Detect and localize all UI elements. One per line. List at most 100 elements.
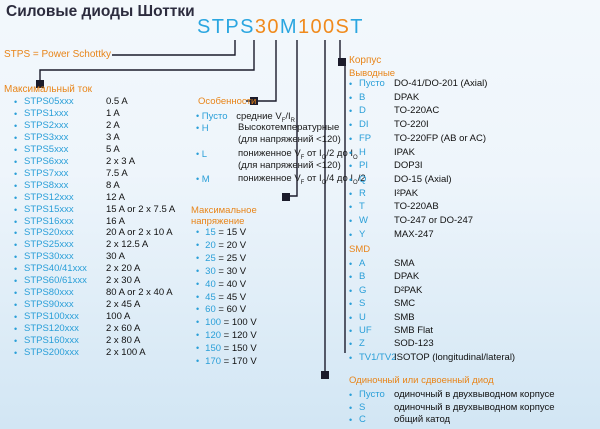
voltage-row: •170 = 170 V: [196, 356, 257, 367]
current-row-code: STPS160xxx: [24, 335, 79, 346]
current-row-value: 2 A: [106, 119, 120, 131]
smd-row-code: UF: [359, 325, 372, 336]
feature-code: H: [201, 123, 209, 134]
current-row-value: 16 A: [106, 215, 126, 227]
current-row-code: STPS2xxx: [24, 119, 69, 131]
voltage-value: 60 V: [226, 304, 247, 316]
voltage-row: •25 = 25 V: [196, 252, 247, 264]
smd-row-code: B: [359, 271, 366, 283]
leaded-row-code: B: [359, 91, 366, 103]
smd-row-value: SMB: [394, 311, 415, 323]
voltage-row: •150 = 150 V: [196, 343, 257, 355]
code-current: 30: [254, 16, 280, 38]
code-voltage: 100: [297, 16, 336, 38]
current-row-code: STPS15xxx: [24, 203, 74, 215]
max-current-heading: Максимальный ток: [4, 84, 93, 95]
current-row-value: 15 A or 2 x 7.5 A: [106, 203, 176, 215]
current-row-value: 1 A: [106, 107, 120, 119]
current-row-code: STPS8xxx: [24, 179, 69, 191]
leaded-row-value: TO-220AC: [394, 105, 440, 117]
current-row-code: STPS05xxx: [24, 96, 74, 107]
voltage-equals: =: [221, 330, 232, 342]
leaded-row-code: D: [359, 105, 366, 117]
voltage-value: 40 V: [226, 278, 247, 290]
current-row-value: 12 A: [106, 191, 126, 203]
current-row-code: STPS30xxx: [24, 251, 74, 263]
current-row-code: STPS120xxx: [24, 323, 79, 335]
smd-heading: SMD: [349, 244, 371, 255]
current-row-code: STPS3xxx: [24, 131, 69, 143]
part-number-code: STPS30M100ST: [197, 16, 364, 39]
feature-code: M: [201, 174, 210, 185]
feature-row: • Пусто средние VF/IR: [196, 111, 295, 124]
single-dual-row-value: одиночный в двухвыводном корпусе: [394, 401, 555, 413]
leaded-row-code: R: [359, 187, 366, 199]
feature-desc: средние VF/IR: [236, 111, 295, 124]
code-package: T: [350, 16, 364, 38]
smd-row-code: A: [359, 258, 366, 269]
current-row-code: STPS80xxx: [24, 287, 74, 299]
current-row-value: 20 A or 2 x 10 A: [106, 227, 173, 239]
current-row-code: STPS60/61xxx: [24, 275, 87, 287]
leaded-row-value: MAX-247: [394, 228, 434, 240]
voltage-row: •60 = 60 V: [196, 304, 247, 316]
current-row-value: 30 A: [106, 251, 126, 263]
current-row-value: 2 x 60 A: [106, 323, 141, 335]
smd-row-code: Z: [359, 338, 365, 350]
voltage-equals: =: [215, 278, 227, 290]
current-row-code: STPS7xxx: [24, 167, 69, 179]
code-feature: M: [279, 16, 298, 38]
voltage-value: 120 V: [231, 330, 257, 342]
voltage-code: 150: [205, 343, 222, 355]
voltage-row: •100 = 100 V: [196, 317, 257, 329]
smd-row-code: U: [359, 311, 366, 323]
smd-row-value: SOD-123: [394, 338, 434, 350]
code-prefix: STPS: [197, 16, 255, 38]
current-row-value: 7.5 A: [106, 167, 128, 179]
stps-label: STPS = Power Schottky: [4, 49, 111, 60]
single-dual-row-code: Пусто: [359, 389, 385, 400]
voltage-equals: =: [215, 227, 227, 238]
current-row-value: 2 x 100 A: [106, 346, 146, 358]
voltage-code: 100: [205, 317, 222, 329]
voltage-code: 170: [205, 356, 222, 367]
current-row-value: 2 x 3 A: [106, 155, 136, 167]
current-row-code: STPS12xxx: [24, 191, 74, 203]
feature-desc: Высокотемпературные: [238, 122, 340, 133]
code-single-dual: S: [335, 16, 351, 38]
current-row-code: STPS200xxx: [24, 346, 79, 358]
leaded-heading: Выводные: [349, 68, 396, 79]
current-row-value: 5 A: [106, 143, 120, 155]
current-row-value: 2 x 30 A: [106, 275, 141, 287]
feature-note: (для напряжений <120): [238, 134, 341, 145]
voltage-equals: =: [221, 356, 232, 367]
current-row-value: 2 x 20 A: [106, 263, 141, 275]
voltage-row: •20 = 20 V: [196, 239, 247, 251]
voltage-value: 150 V: [231, 343, 257, 355]
feature-code: L: [201, 149, 208, 160]
current-row-code: STPS25xxx: [24, 239, 74, 251]
